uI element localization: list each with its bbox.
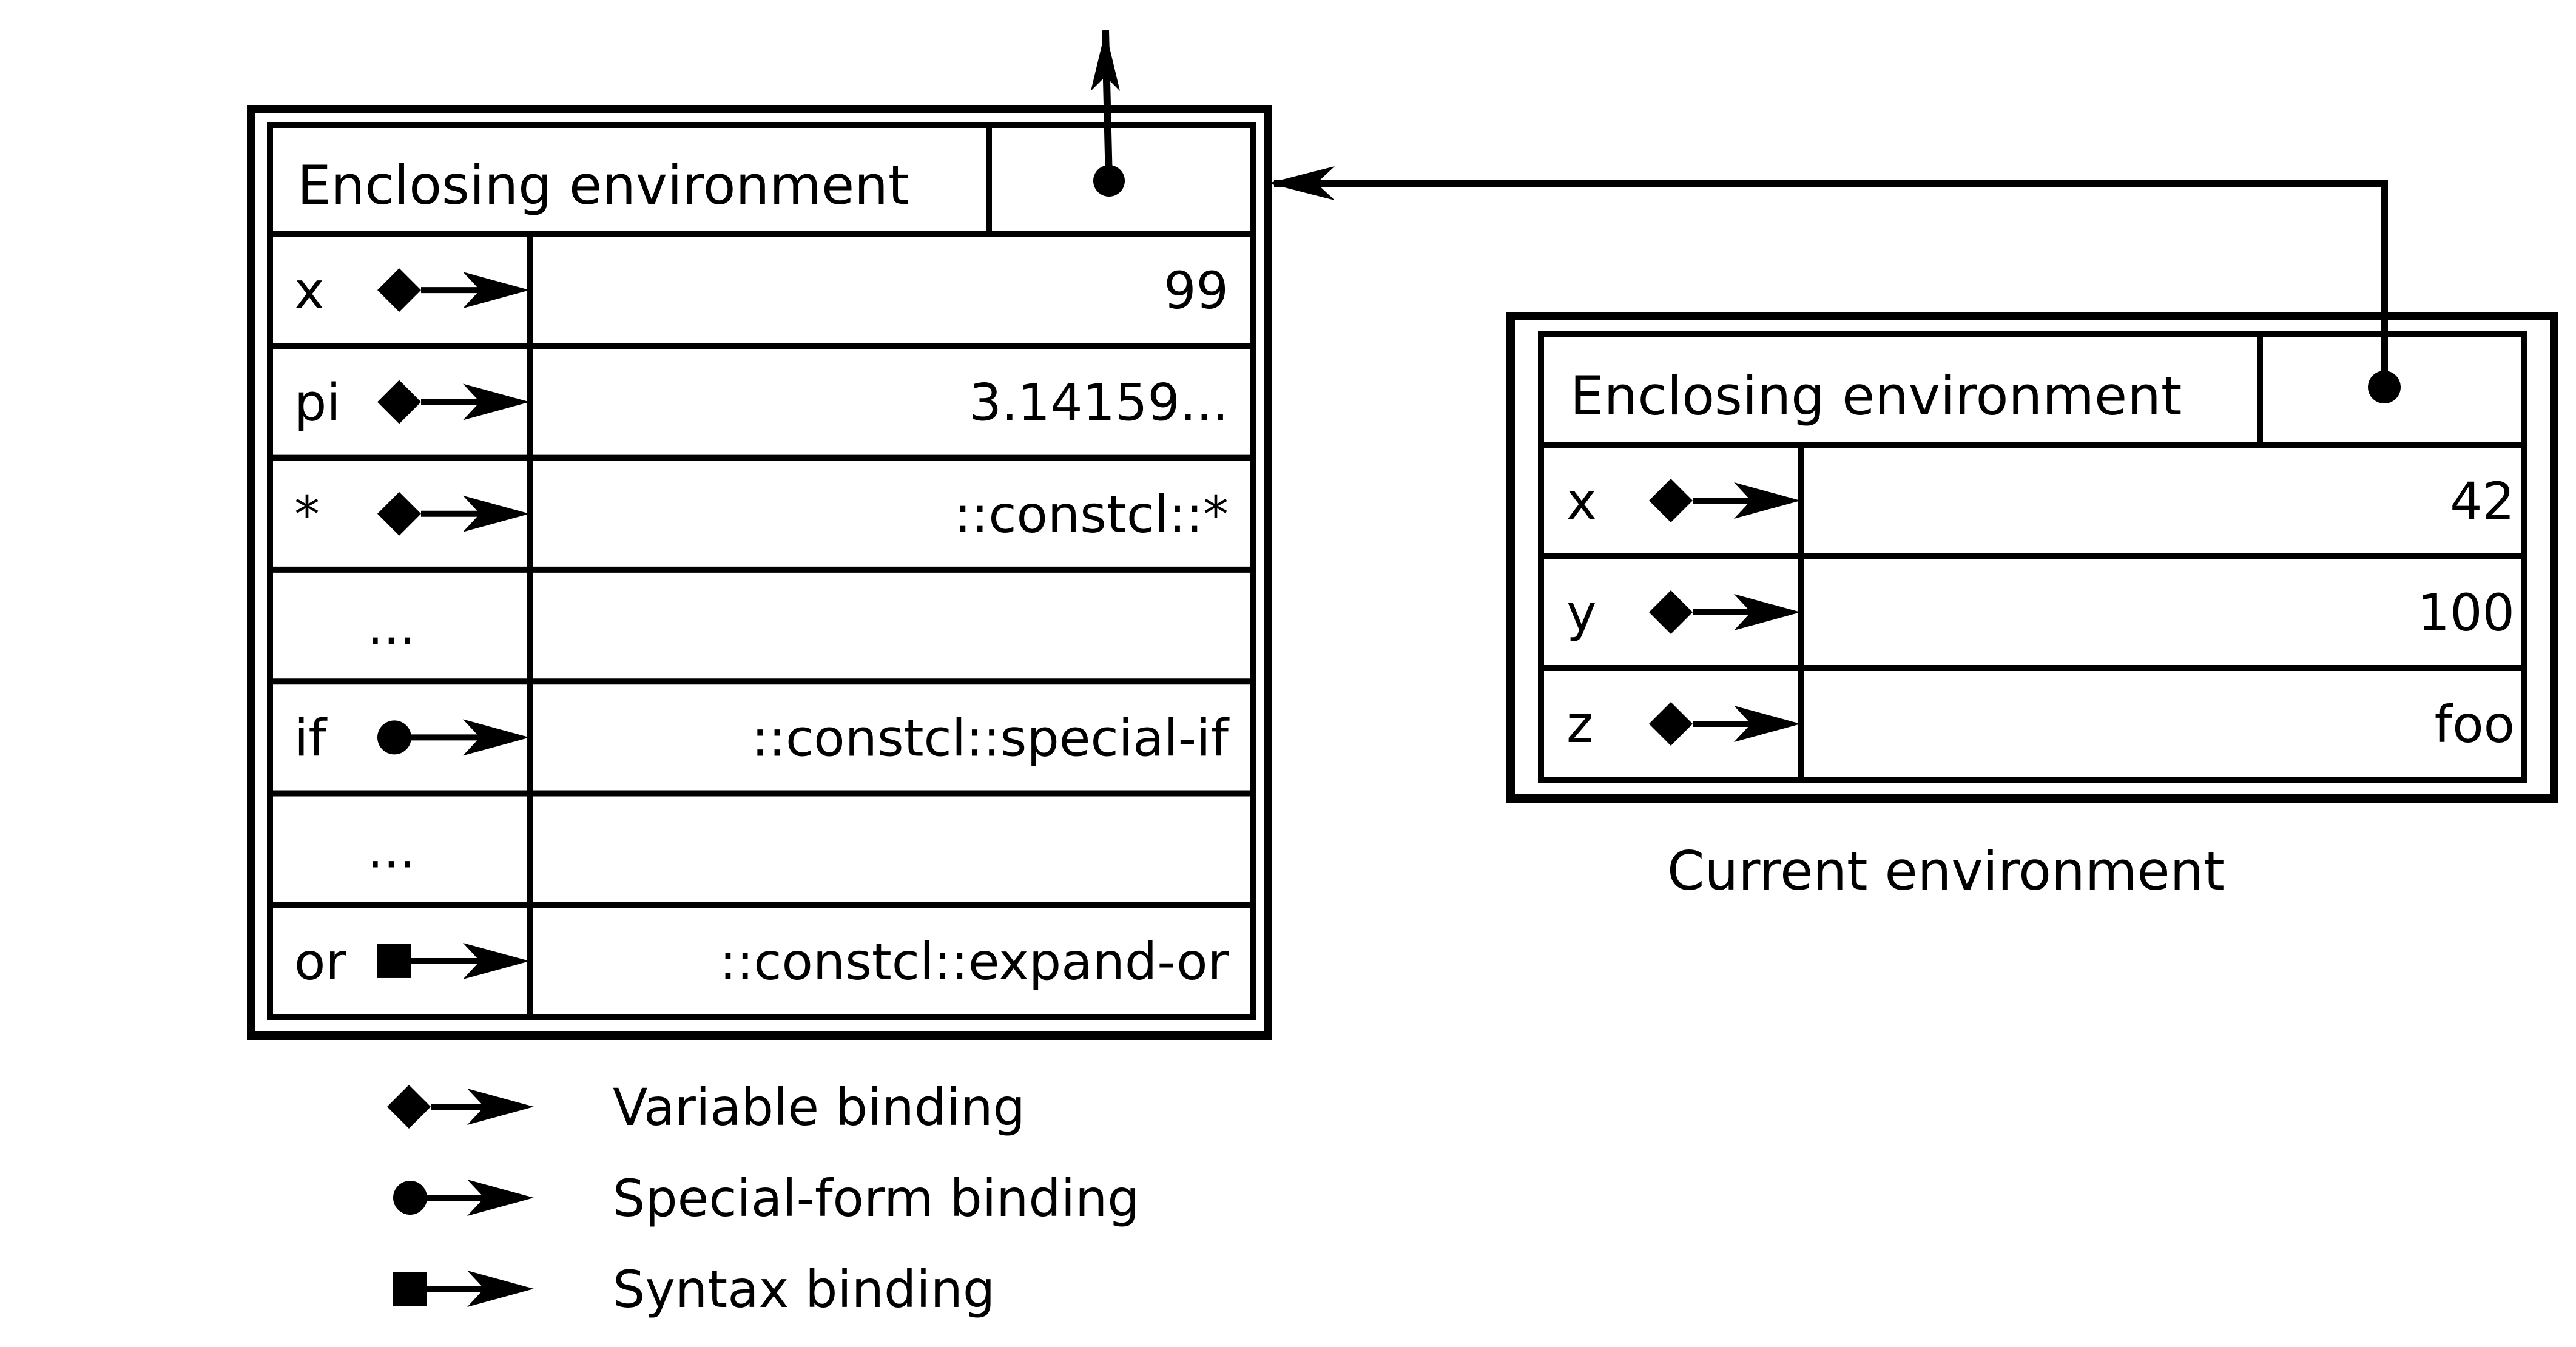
global-row-value: ::constcl::expand-or [720,932,1229,991]
global-row-value: ::constcl::special-if [751,708,1230,768]
current-row-name: y [1566,583,1597,643]
current-binding-row: x 42 [1541,471,2524,559]
global-binding-arrow [377,268,530,312]
binding-arrowhead-icon [463,272,530,309]
legend-label: Special-form binding [613,1169,1140,1228]
binding-arrowhead-icon [467,1089,534,1125]
global-row-name: ... [367,596,416,656]
binding-arrowhead-icon [463,495,530,532]
global-row-name: * [294,485,320,544]
binding-arrowhead-icon [463,942,530,979]
current-binding-row: z foo [1566,695,2515,754]
legend-syntax-symbol [393,1271,534,1307]
legend-variable-symbol [387,1085,534,1129]
current-binding-arrow [1649,479,1801,522]
binding-arrowhead-icon [467,1271,534,1307]
global-row-value: 3.14159... [969,373,1229,432]
current-row-value: 42 [2450,471,2515,531]
global-row-name: ... [367,820,416,880]
global-enclosing-header: Enclosing environment [297,154,909,217]
binding-arrowhead-icon [463,719,530,756]
global-row-value: ::constcl::* [954,485,1229,544]
variable-diamond-icon [1649,702,1693,746]
binding-arrowhead-icon [463,383,530,420]
current-row-name: z [1566,695,1593,754]
variable-diamond-icon [387,1085,431,1129]
special-form-dot-icon [393,1181,427,1215]
legend-label: Syntax binding [613,1260,995,1319]
current-frame-outer-border [1506,312,2558,803]
legend-special-form-symbol [393,1180,534,1216]
global-binding-row: or::constcl::expand-or [294,932,1229,991]
binding-arrowhead-icon [1734,706,1801,742]
syntax-square-icon [393,1272,427,1306]
current-binding-arrow [1649,702,1801,746]
global-row-value: 99 [1164,261,1229,320]
global-row-name: or [294,932,346,991]
global-row-name: x [294,261,325,320]
variable-diamond-icon [377,380,421,424]
global-binding-row: pi 3.14159... [270,373,1253,461]
current-enclosing-header: Enclosing environment [1570,365,2182,427]
enclosing-link-line [1274,180,2388,387]
binding-arrowhead-icon [1734,594,1801,630]
global-binding-row: ... [270,820,1253,908]
current-row-value: foo [2435,695,2515,754]
current-row-value: 100 [2418,583,2515,643]
legend-label: Variable binding [613,1078,1025,1137]
global-binding-row: x 99 [270,261,1253,349]
global-binding-arrow [377,380,530,424]
variable-diamond-icon [1649,479,1693,522]
global-binding-arrow [377,719,530,756]
current-binding-row: y 100 [1541,583,2524,671]
global-binding-arrow [377,942,530,979]
global-frame-outer-border [247,105,1272,1040]
legend-item: Syntax binding [393,1260,995,1319]
global-enclosing-arrowhead [1091,30,1120,91]
variable-diamond-icon [1649,590,1693,634]
binding-arrowhead-icon [1734,482,1801,519]
global-binding-row: *::constcl::* [270,485,1253,573]
legend-item: Variable binding [387,1078,1025,1137]
enclosing-link-arrowhead [1268,166,1335,200]
current-environment-frame: Enclosing environment x 42 y 100 z foo Curren… [1506,312,2558,902]
current-environment-caption: Current environment [1667,840,2225,902]
global-binding-arrow [377,491,530,536]
binding-arrowhead-icon [467,1180,534,1216]
enclosing-link [1268,166,2401,403]
current-binding-arrow [1649,590,1801,634]
syntax-square-icon [377,944,411,978]
global-binding-row: ... [270,596,1253,685]
global-binding-row: if::constcl::special-if [270,708,1253,797]
global-row-name: if [294,708,328,768]
global-row-name: pi [294,373,341,432]
variable-diamond-icon [377,268,421,312]
variable-diamond-icon [377,491,421,536]
legend-item: Special-form binding [393,1169,1140,1228]
special-form-dot-icon [377,720,411,755]
current-row-name: x [1566,471,1597,531]
